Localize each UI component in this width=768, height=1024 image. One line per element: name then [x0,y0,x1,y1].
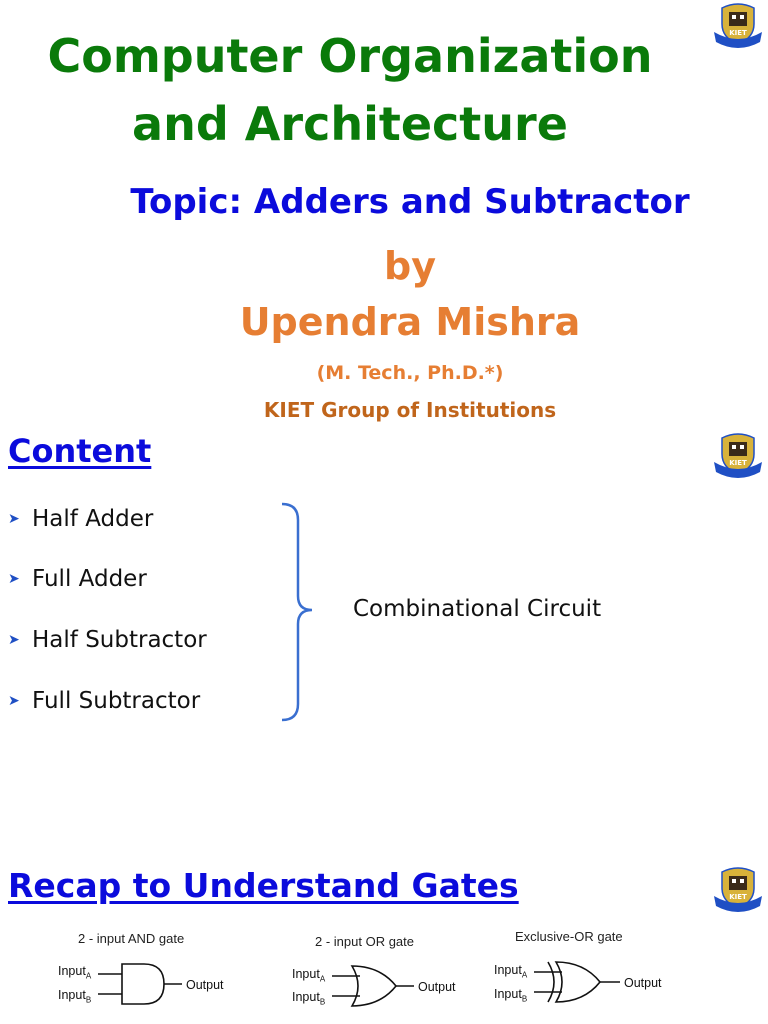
arrow-bullet-icon: ➤ [8,693,20,709]
logo-text: KIET [729,459,747,467]
arrow-bullet-icon: ➤ [8,511,20,527]
author-name: Upendra Mishra [239,300,581,344]
and-output-label: Output [186,978,224,992]
recap-heading: Recap to Understand Gates [8,866,519,905]
arrow-bullet-icon: ➤ [8,632,20,648]
kiet-logo-icon: KIET [714,867,762,912]
xor-gate-caption: Exclusive-OR gate [515,929,623,944]
xor-input-a-label: InputA [494,963,528,980]
kiet-logo-icon: KIET [714,433,762,478]
xor-gate-icon [534,961,620,1003]
or-gate-icon [332,965,414,1007]
or-input-a-label: InputA [292,967,326,984]
list-item-label: Half Adder [32,506,154,532]
title-line-1: Computer Organization [47,29,653,83]
institution-name: KIET Group of Institutions [263,398,557,422]
xor-output-label: Output [624,976,662,990]
list-item: ➤ Half Adder [8,503,153,535]
logo-text: KIET [729,29,747,37]
xor-input-b-label: InputB [494,987,528,1004]
and-gate-icon [98,963,182,1005]
list-item-label: Full Adder [32,566,147,592]
and-gate-caption: 2 - input AND gate [78,931,185,946]
list-item: ➤ Full Adder [8,563,147,595]
list-item-label: Half Subtractor [32,627,207,653]
arrow-bullet-icon: ➤ [8,571,20,587]
and-input-b-label: InputB [58,988,92,1005]
list-item: ➤ Half Subtractor [8,624,207,656]
title-line-2: and Architecture [132,97,568,151]
content-heading: Content [8,432,152,470]
or-output-label: Output [418,980,456,994]
curly-brace-icon [281,502,313,722]
kiet-logo-icon: KIET [714,3,762,48]
topic-text: Topic: Adders and Subtractor [130,182,690,222]
list-item: ➤ Full Subtractor [8,685,200,717]
and-input-a-label: InputA [58,964,92,981]
author-degrees: (M. Tech., Ph.D.*) [316,362,504,384]
or-input-b-label: InputB [292,990,326,1007]
list-item-label: Full Subtractor [32,688,201,714]
logo-text: KIET [729,893,747,901]
by-text: by [384,244,436,288]
combinational-circuit-label: Combinational Circuit [353,596,602,622]
or-gate-caption: 2 - input OR gate [315,934,414,949]
